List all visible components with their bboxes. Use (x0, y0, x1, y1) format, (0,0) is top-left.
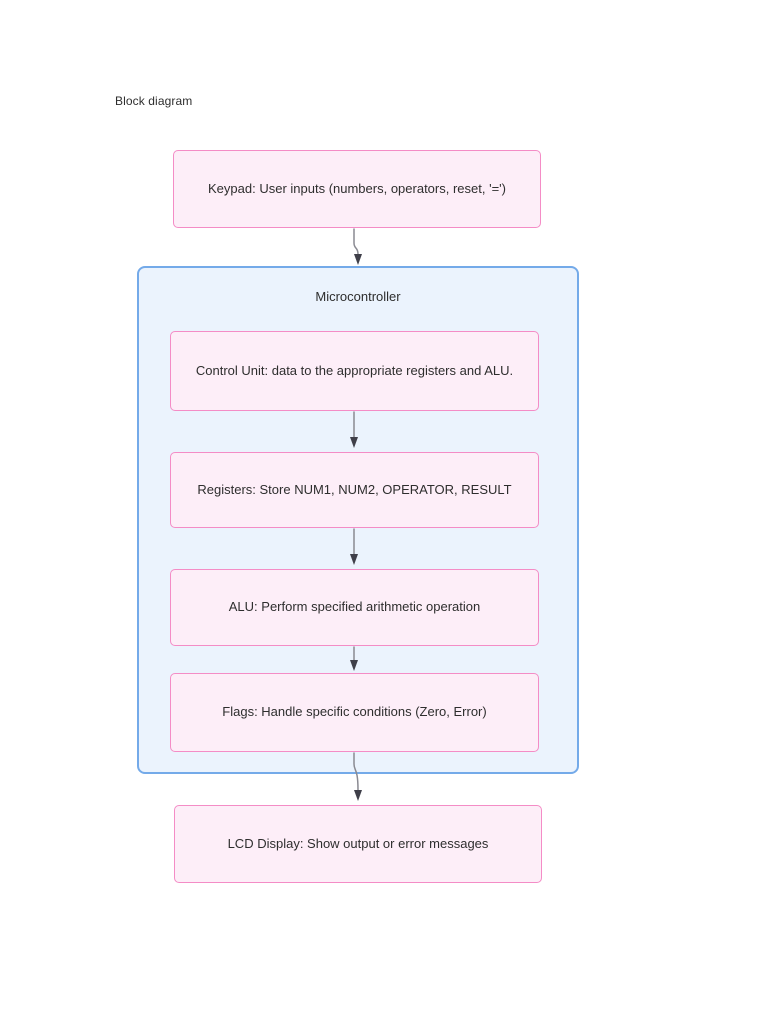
arrow-keypad-to-microcontroller (353, 228, 359, 255)
node-registers: Registers: Store NUM1, NUM2, OPERATOR, R… (170, 452, 539, 528)
node-alu: ALU: Perform specified arithmetic operat… (170, 569, 539, 646)
arrowhead-flags-to-lcd (354, 790, 362, 801)
arrowhead-keypad-to-microcontroller (354, 254, 362, 265)
node-lcd-display: LCD Display: Show output or error messag… (174, 805, 542, 883)
node-control-unit: Control Unit: data to the appropriate re… (170, 331, 539, 411)
node-flags: Flags: Handle specific conditions (Zero,… (170, 673, 539, 752)
microcontroller-label: Microcontroller (315, 289, 401, 304)
page-title: Block diagram (115, 94, 193, 108)
node-keypad: Keypad: User inputs (numbers, operators,… (173, 150, 541, 228)
